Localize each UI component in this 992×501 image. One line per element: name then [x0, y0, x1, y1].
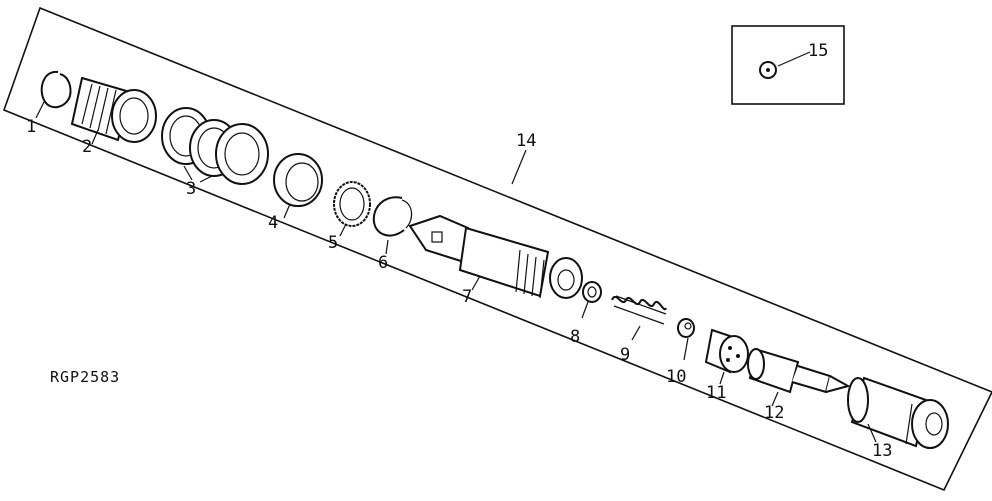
figure-code: RGP2583	[50, 368, 120, 386]
part-10-valve	[677, 318, 695, 361]
part-11-spacer	[704, 328, 749, 385]
part-15-washer	[759, 51, 811, 79]
callout-1: 1	[26, 117, 36, 137]
callout-13: 13	[872, 441, 892, 461]
part-13-cap-nut	[847, 376, 949, 449]
callout-2: 2	[82, 137, 92, 157]
part-6-clip	[372, 196, 413, 255]
assembly-frame	[2, 6, 992, 492]
callout-4: 4	[268, 213, 278, 233]
callout-11: 11	[706, 383, 726, 403]
part-1-snap-ring	[35, 70, 72, 119]
part-3-rings	[161, 107, 269, 185]
part-7-body	[408, 214, 583, 299]
callout-7: 7	[462, 287, 472, 307]
part-8-washer	[581, 281, 602, 319]
callout-14: 14	[516, 131, 536, 151]
callout-12: 12	[764, 403, 784, 423]
part-2-nut	[70, 76, 157, 145]
callout-10: 10	[666, 367, 686, 387]
callout-5: 5	[328, 233, 338, 253]
callout-6: 6	[378, 253, 388, 273]
callout-8: 8	[570, 327, 580, 347]
part-9-spring	[611, 295, 667, 341]
part-4-ring	[273, 153, 323, 219]
leader-14	[511, 149, 527, 185]
part-12-nozzle	[747, 348, 851, 407]
callout-15: 15	[808, 41, 828, 61]
callout-9: 9	[620, 345, 630, 365]
inset-box	[731, 25, 845, 105]
callout-3: 3	[186, 179, 196, 199]
part-5-seal	[333, 181, 371, 237]
